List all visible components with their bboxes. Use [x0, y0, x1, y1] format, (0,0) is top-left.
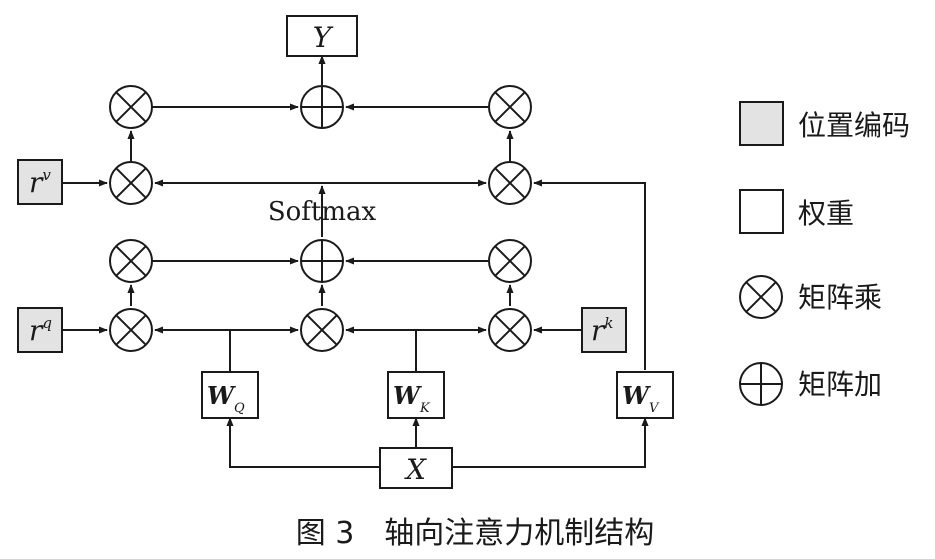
legend-label-add: 矩阵加 — [798, 368, 882, 401]
softmax-label: Softmax — [268, 197, 377, 227]
mul-top-right-multiply-icon — [488, 85, 532, 129]
operators — [109, 85, 532, 352]
box-r-q: rq — [17, 307, 63, 353]
svg-text:rk: rk — [591, 314, 613, 347]
box-w-k: WK — [387, 371, 445, 419]
legend-label-weight: 权重 — [798, 197, 854, 230]
w-v-sub: V — [649, 401, 660, 416]
edge-x-to-wq — [226, 417, 380, 468]
legend-label-multiply: 矩阵乘 — [798, 281, 882, 314]
w-q-sub: Q — [234, 401, 245, 416]
w-k-base: W — [393, 381, 422, 410]
add-mid-add-icon — [300, 239, 344, 283]
mul-v-left-multiply-icon — [109, 161, 153, 205]
r-q-base: r — [29, 314, 44, 347]
r-k-sup: k — [604, 314, 613, 332]
mul-mid-right-multiply-icon — [488, 239, 532, 283]
box-output: Y — [286, 15, 358, 57]
mul-v-right-multiply-icon — [488, 161, 532, 205]
connectors — [62, 55, 649, 468]
svg-text:rq: rq — [29, 314, 52, 347]
box-w-q: WQ — [201, 371, 259, 419]
edge-wv-to-mul-v — [533, 179, 646, 370]
mul-qk-multiply-icon — [300, 308, 344, 352]
box-w-v: WV — [616, 371, 674, 419]
svg-text:WK: WK — [393, 381, 431, 416]
legend-swatch-position-encoding — [739, 101, 784, 146]
output-label: Y — [313, 21, 334, 54]
box-r-k: rk — [581, 307, 627, 353]
box-r-v: rv — [17, 159, 63, 205]
legend: 位置编码 权重 矩阵乘 矩阵加 — [739, 101, 910, 406]
mul-mid-left-multiply-icon — [109, 239, 153, 283]
mul-q-multiply-icon — [109, 308, 153, 352]
w-q-base: W — [207, 381, 236, 410]
w-v-base: W — [622, 381, 651, 410]
svg-text:WV: WV — [622, 381, 660, 416]
r-v-sup: v — [42, 166, 51, 184]
edge-x-to-wv — [452, 417, 649, 468]
legend-label-position-encoding: 位置编码 — [798, 109, 910, 142]
mul-top-left-multiply-icon — [109, 85, 153, 129]
figure-caption: 图 3 轴向注意力机制结构 — [296, 516, 655, 551]
legend-multiply-icon — [739, 275, 783, 319]
legend-add-icon — [739, 362, 783, 406]
w-k-sub: K — [419, 401, 431, 416]
add-top-add-icon — [300, 85, 344, 129]
mul-k-multiply-icon — [488, 308, 532, 352]
input-label: X — [404, 453, 427, 486]
svg-text:WQ: WQ — [207, 381, 245, 416]
legend-swatch-weight — [739, 189, 784, 234]
svg-text:rv: rv — [29, 166, 51, 199]
box-input: X — [379, 447, 453, 489]
r-k-base: r — [591, 314, 606, 347]
r-v-base: r — [29, 166, 44, 199]
r-q-sup: q — [42, 314, 52, 332]
